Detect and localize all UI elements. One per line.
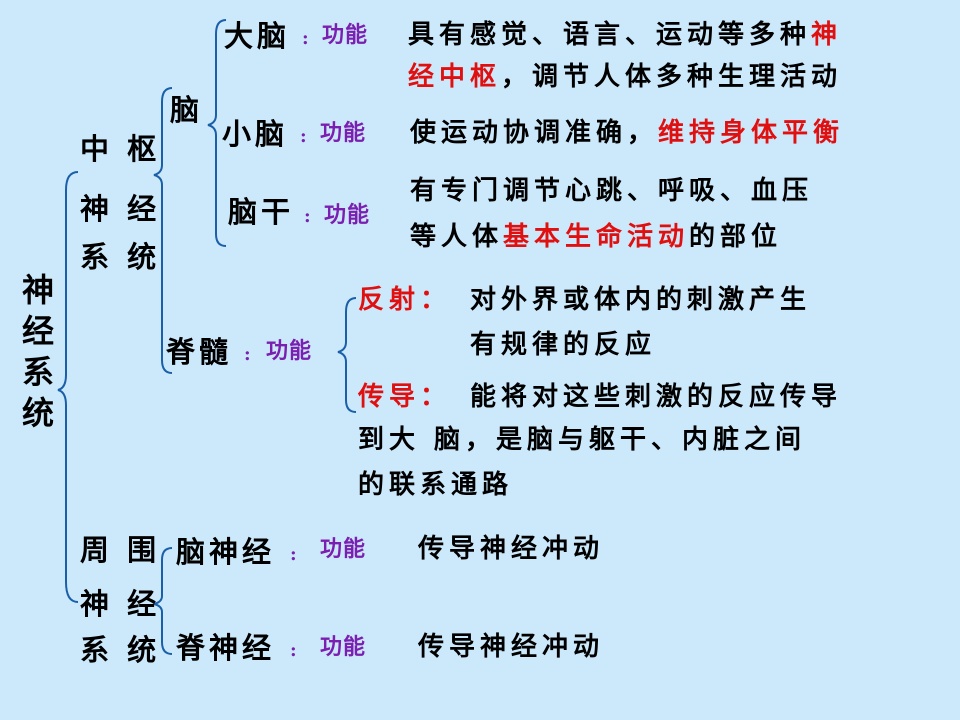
cranial-nerve-function-label: 功能 [320,536,367,562]
conduction-desc-line-3: 的联系通路 [358,470,514,500]
brainstem-desc-line-1: 有专门调节心跳、呼吸、血压 [410,176,814,206]
brain-label: 脑 [170,93,204,127]
cerebellum-desc: 使运动协调准确，维持身体平衡 [410,118,845,148]
conduction-desc-line-2: 到大 脑，是脑与躯干、内脏之间 [358,425,807,455]
spinal-cord-function-label: 功能 [266,338,313,364]
cns-label-line-1: 中 枢 [80,132,161,166]
cns-bracket [153,87,173,374]
spinal-nerve-desc: 传导神经冲动 [418,632,605,662]
cerebrum-name: 大脑 [224,19,291,53]
spinal-nerve-name: 脊神经 [176,631,276,665]
cns-label-line-3: 系 统 [80,240,161,274]
conduction-desc-line-1: 能将对这些刺激的反应传导 [470,382,843,412]
spinal-nerve-sep: : [290,640,297,661]
reflex-desc-line-2: 有规律的反应 [470,330,657,360]
pns-label-line-2: 神 经 [80,587,161,621]
cerebrum-desc-line-1: 具有感觉、语言、运动等多种神 [408,20,843,50]
spinal-cord-sep: : [244,344,251,365]
cerebrum-desc-line-2: 经中枢，调节人体多种生理活动 [408,62,843,92]
pns-label-line-1: 周 围 [80,533,161,567]
cerebrum-function-label: 功能 [322,22,369,48]
cranial-nerve-sep: : [290,544,297,565]
cranial-nerve-desc: 传导神经冲动 [418,534,605,564]
reflex-desc-line-1: 对外界或体内的刺激产生 [470,285,812,315]
cerebellum-name: 小脑 [222,117,289,151]
brain-bracket [207,19,227,247]
cerebellum-sep: : [300,126,307,147]
spinal-nerve-function-label: 功能 [320,634,367,660]
pns-bracket [153,547,173,655]
root-label: 神经系统 [21,271,54,432]
cerebellum-function-label: 功能 [320,120,367,146]
reflex-label: 反射： [358,285,452,315]
brainstem-function-label: 功能 [324,202,371,228]
brainstem-sep: : [304,206,311,227]
conduction-label: 传导： [358,382,452,412]
brainstem-name: 脑干 [228,195,295,229]
spinal-cord-name: 脊髓 [166,335,233,369]
cns-label-line-2: 神 经 [80,192,161,226]
spinal-bracket [337,297,357,413]
cranial-nerve-name: 脑神经 [176,535,276,569]
brainstem-desc-line-2: 等人体基本生命活动的部位 [410,222,783,252]
pns-label-line-3: 系 统 [80,633,161,667]
cerebrum-sep: : [302,28,309,49]
root-bracket [57,171,79,603]
